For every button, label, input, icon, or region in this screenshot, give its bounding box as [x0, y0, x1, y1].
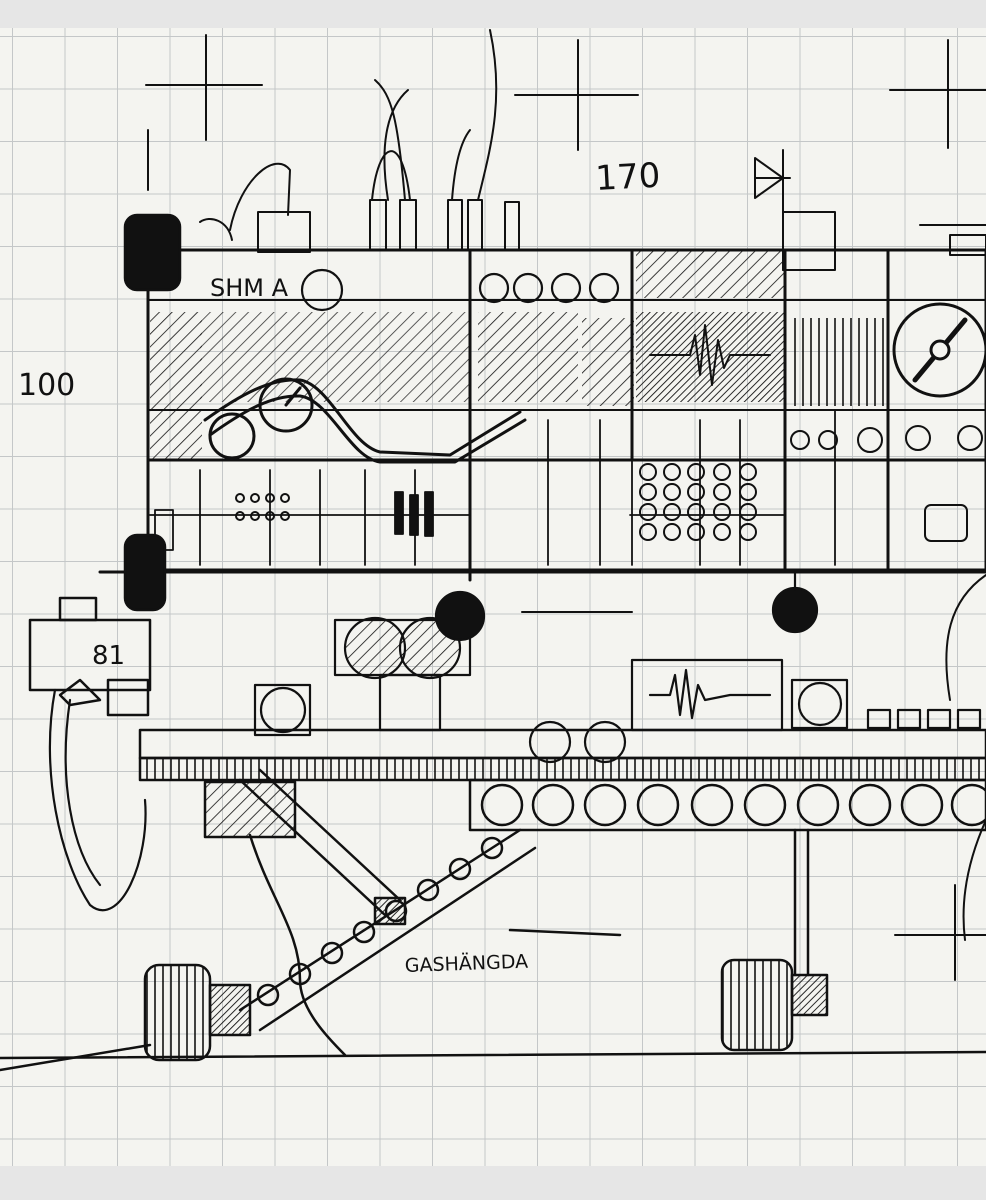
left-hose [48, 688, 147, 912]
left-attachments [28, 213, 182, 717]
wheels [143, 958, 829, 1062]
waveform-display [649, 324, 771, 386]
module-name-label: SHM A [210, 274, 289, 302]
vent-pipes [199, 29, 520, 253]
control-grid [149, 409, 836, 566]
right-edge-arc [945, 574, 986, 941]
tanks-and-lamps [253, 570, 982, 764]
dimension-width-label: 170 [594, 156, 661, 199]
button-matrix [235, 425, 983, 542]
ladder-boom [238, 768, 810, 1057]
panel-code-label: 81 [92, 641, 125, 671]
ground-line [0, 928, 986, 1072]
hatched-panels [150, 250, 886, 460]
ground-annotation-label: GASHÄNGDA [404, 950, 528, 977]
curved-conveyor [203, 377, 527, 464]
main-housing [98, 248, 986, 582]
top-mast [754, 149, 986, 271]
roller-deck [138, 728, 986, 839]
registration-marks [145, 34, 986, 981]
upper-portholes [300, 268, 620, 312]
dimension-height-label: 100 [18, 368, 75, 403]
pressure-gauge [892, 302, 986, 398]
